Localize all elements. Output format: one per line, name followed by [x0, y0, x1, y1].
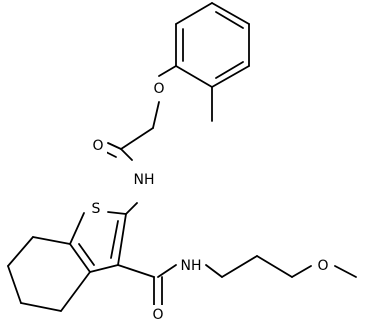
bond: [211, 65, 250, 88]
bond: [32, 236, 71, 245]
bond: [334, 265, 357, 278]
bond: [215, 61, 244, 79]
bond: [7, 265, 22, 304]
atom-label-layer: O O NH S NH O O: [87, 79, 332, 325]
bond: [205, 264, 223, 278]
bond: [107, 211, 127, 215]
carboxamide-nitrogen-label: NH: [181, 258, 202, 274]
amide-nitrogen-label: NH: [134, 172, 155, 188]
bond: [175, 2, 213, 25]
bond: [256, 255, 293, 278]
bond: [107, 142, 122, 150]
bond: [175, 65, 213, 88]
carboxamide-oxygen-label: O: [152, 307, 163, 323]
thiophene-sulfur-label: S: [92, 201, 101, 217]
bond: [291, 265, 312, 278]
bond: [110, 220, 119, 259]
bond: [69, 212, 85, 245]
acyl-oxygen-label: O: [92, 138, 103, 154]
bond: [117, 264, 155, 278]
bond: [7, 236, 34, 267]
bond: [89, 264, 119, 273]
bond: [60, 271, 91, 312]
bond: [215, 11, 244, 29]
bond: [157, 264, 177, 278]
bond: [78, 243, 95, 266]
bond: [117, 213, 127, 266]
bond: [20, 302, 62, 312]
bond: [152, 101, 160, 129]
bond: [120, 148, 133, 161]
bond: [120, 127, 154, 150]
bond: [158, 65, 177, 77]
bond: [69, 243, 91, 273]
methoxy-oxygen-label: O: [317, 258, 328, 274]
bond: [221, 255, 258, 278]
bond: [125, 202, 138, 215]
ether-oxygen-label: O: [153, 81, 164, 97]
bond: [211, 2, 250, 25]
bond-layer: [7, 2, 357, 312]
